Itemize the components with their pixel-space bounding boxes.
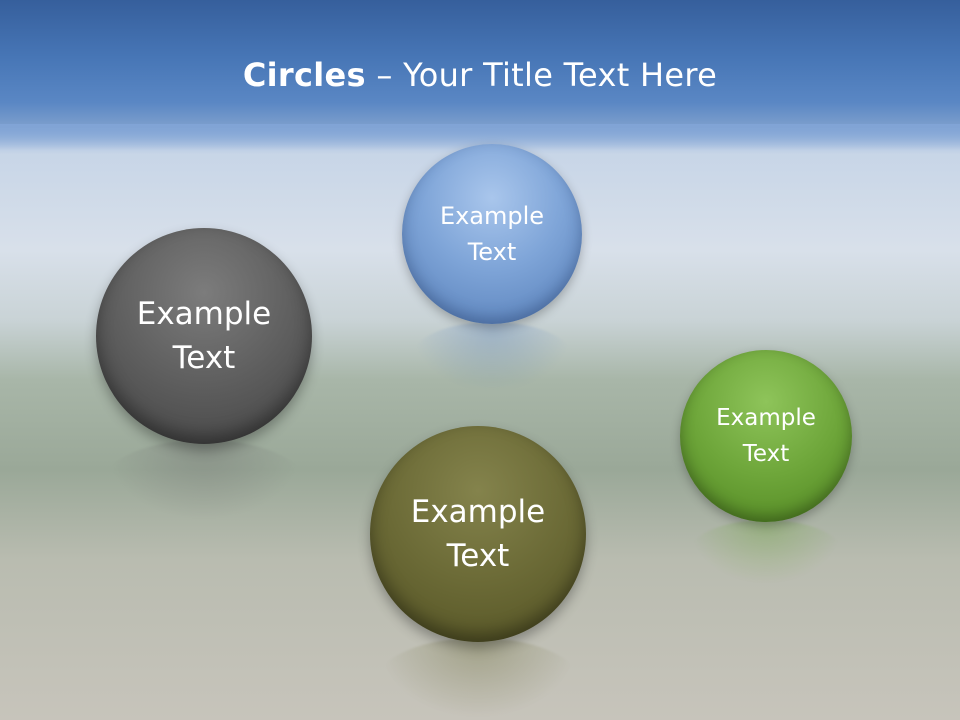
green-circle-text: Example Text <box>716 400 816 472</box>
blue-circle-text: Example Text <box>440 198 544 270</box>
title-bold-text: Circles <box>242 56 366 94</box>
green-circle-line1: Example <box>716 405 816 431</box>
olive-circle: Example Text <box>370 426 586 642</box>
green-circle: Example Text <box>680 350 852 522</box>
blue-circle-line1: Example <box>439 202 545 230</box>
gray-circle-line1: Example <box>136 296 272 332</box>
title-rest-text: – Your Title Text Here <box>365 56 718 94</box>
olive-circle-line1: Example <box>410 494 546 530</box>
gray-circle: Example Text <box>96 228 312 444</box>
gray-circle-reflection <box>106 440 302 520</box>
blue-circle-line2: Text <box>467 238 517 266</box>
green-circle-line2: Text <box>742 441 790 467</box>
olive-circle-line2: Text <box>446 538 510 574</box>
olive-circle-text: Example Text <box>411 490 546 578</box>
gray-circle-line2: Text <box>172 340 236 376</box>
blue-circle: Example Text <box>402 144 582 324</box>
slide-title: Circles – Your Title Text Here <box>0 52 960 98</box>
gray-circle-text: Example Text <box>137 292 272 380</box>
green-circle-reflection <box>690 520 842 584</box>
title-band <box>0 0 960 128</box>
olive-circle-reflection <box>380 638 576 718</box>
blue-circle-reflection <box>412 322 572 392</box>
